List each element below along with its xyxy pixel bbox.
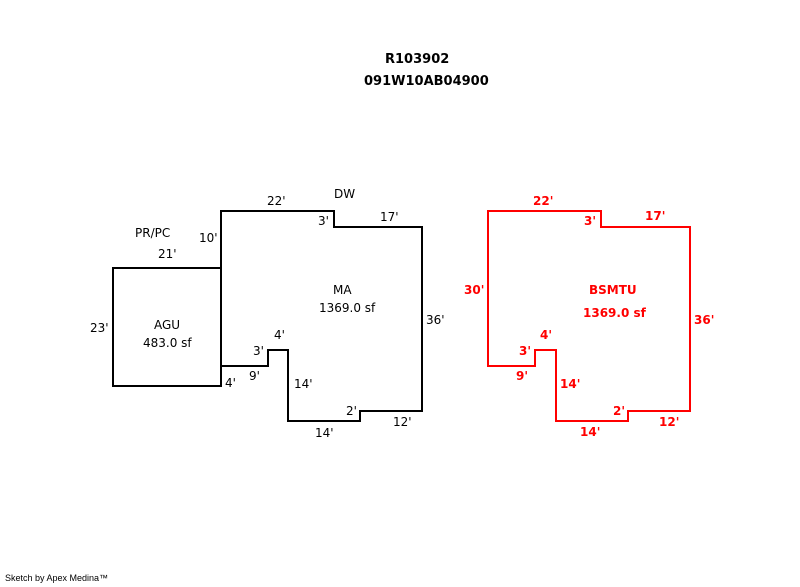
bsmtu-area-label: 1369.0 sf [583, 306, 647, 320]
sketch-credit: Sketch by Apex Medina™ [5, 573, 109, 583]
dim-ma-right: 36' [426, 313, 445, 327]
bsmtu-code-label: BSMTU [589, 283, 637, 297]
dim-bsmt-lower-left: 9' [516, 369, 528, 383]
dim-bsmt-notch-left: 3' [519, 344, 531, 358]
dim-ma-top-right: 17' [380, 210, 399, 224]
dw-label: DW [334, 187, 355, 201]
dim-bsmt-notch-top: 4' [540, 328, 552, 342]
dim-ma-lower-left: 9' [249, 369, 260, 383]
dim-agu-top: 21' [158, 247, 177, 261]
dim-ma-left-upper: 10' [199, 231, 218, 245]
bsmtu-outline[interactable] [487, 210, 691, 422]
dim-ma-top-left: 22' [267, 194, 286, 208]
dim-ma-left-lower: 4' [225, 376, 236, 390]
dim-ma-notch-vertical: 14' [294, 377, 313, 391]
dim-bsmt-top-left: 22' [533, 194, 553, 208]
dim-ma-top-step: 3' [318, 214, 329, 228]
dim-ma-notch-left: 3' [253, 344, 264, 358]
dim-bsmt-left: 30' [464, 283, 484, 297]
dim-bsmt-bottom-step: 2' [613, 404, 625, 418]
dim-ma-bottom: 14' [315, 426, 334, 440]
dim-bsmt-notch-vertical: 14' [560, 377, 580, 391]
dim-agu-left: 23' [90, 321, 109, 335]
dim-ma-bottom-step: 2' [346, 404, 357, 418]
dim-ma-notch-top: 4' [274, 328, 285, 342]
dim-ma-bottom-right: 12' [393, 415, 412, 429]
agu-area-label: 483.0 sf [143, 336, 192, 350]
prpc-label: PR/PC [135, 226, 170, 240]
ma-code-label: MA [333, 283, 352, 297]
agu-code-label: AGU [154, 318, 180, 332]
ma-area-label: 1369.0 sf [319, 301, 376, 315]
dim-bsmt-top-right: 17' [645, 209, 665, 223]
account-id-label: R103902 [385, 52, 450, 67]
dim-bsmt-bottom: 14' [580, 425, 600, 439]
dim-bsmt-top-step: 3' [584, 214, 596, 228]
dim-bsmt-right: 36' [694, 313, 714, 327]
ma-outline[interactable] [220, 210, 423, 422]
dim-bsmt-bottom-right: 12' [659, 415, 679, 429]
parcel-id-label: 091W10AB04900 [364, 74, 489, 89]
